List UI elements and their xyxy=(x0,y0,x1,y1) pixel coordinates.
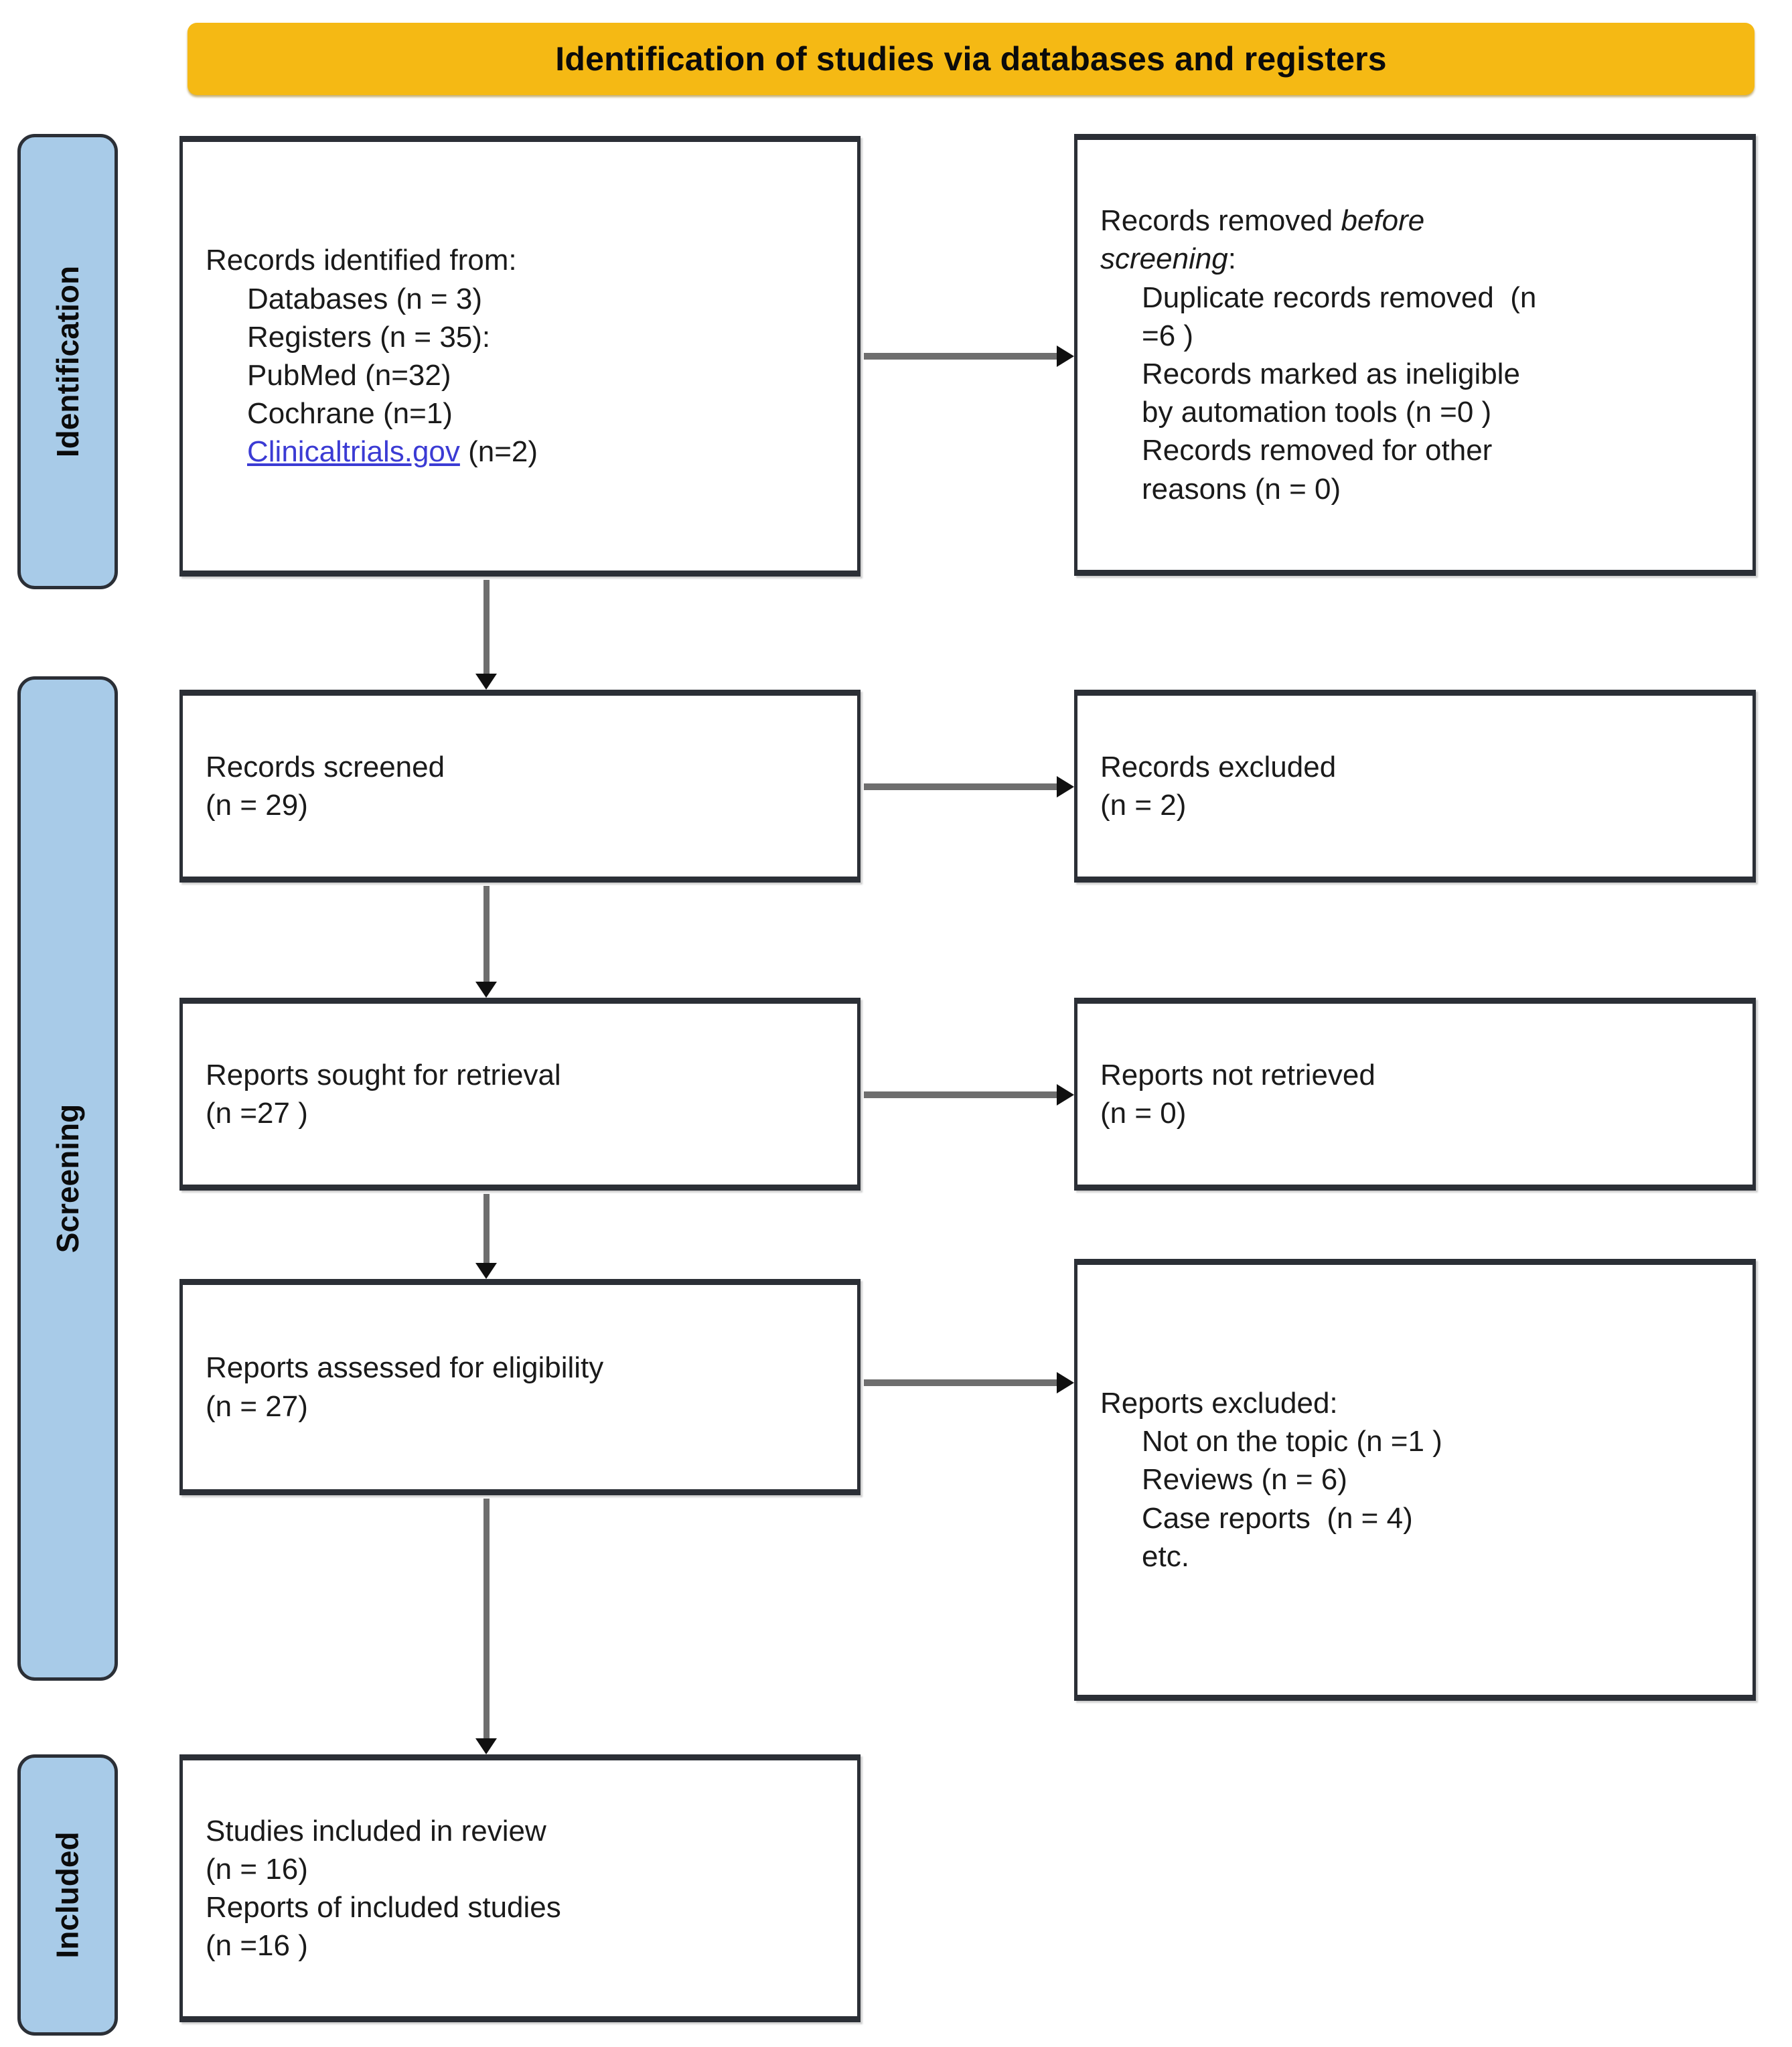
box-reports-not-retrieved-text: Reports not retrieved (n = 0) xyxy=(1077,1056,1752,1132)
text-line: Reports sought for retrieval xyxy=(206,1058,561,1091)
arrow-right-icon xyxy=(864,1084,1074,1106)
box-records-screened: Records screened (n = 29) xyxy=(179,690,861,883)
text-line: (n =27 ) xyxy=(206,1097,308,1130)
text-line: Databases (n = 3) xyxy=(247,282,482,315)
text-fragment-italic: before xyxy=(1341,204,1425,238)
text-line: Records identified from: xyxy=(206,244,517,277)
text-line: by automation tools (n =0 ) xyxy=(1142,396,1492,429)
box-studies-included-in-review: Studies included in review (n = 16) Repo… xyxy=(179,1754,861,2022)
text-line: Records screened xyxy=(206,750,445,783)
text-line: Not on the topic (n =1 ) xyxy=(1142,1425,1442,1458)
box-reports-sought-text: Reports sought for retrieval (n =27 ) xyxy=(183,1056,857,1132)
text-line: Reports of included studies xyxy=(206,1891,561,1924)
text-line: screening: xyxy=(1100,240,1730,278)
box-records-excluded-text: Records excluded (n = 2) xyxy=(1077,748,1752,824)
arrow-right-icon xyxy=(864,346,1074,367)
box-reports-sought-for-retrieval: Reports sought for retrieval (n =27 ) xyxy=(179,998,861,1191)
box-records-removed-text: Records removed before screening: Duplic… xyxy=(1077,202,1752,508)
text-line: (n = 27) xyxy=(206,1389,308,1423)
box-reports-not-retrieved: Reports not retrieved (n = 0) xyxy=(1074,998,1756,1191)
box-reports-assessed-for-eligibility: Reports assessed for eligibility (n = 27… xyxy=(179,1279,861,1495)
stage-label-screening: Screening xyxy=(50,1104,86,1254)
text-fragment: Records removed xyxy=(1100,204,1341,238)
box-records-screened-text: Records screened (n = 29) xyxy=(183,748,857,824)
box-records-excluded: Records excluded (n = 2) xyxy=(1074,690,1756,883)
box-records-identified: Records identified from: Databases (n = … xyxy=(179,136,861,577)
text-line: PubMed (n=32) xyxy=(247,359,451,392)
text-fragment: : xyxy=(1227,242,1237,276)
text-line: (n = 16) xyxy=(206,1852,308,1886)
text-line: etc. xyxy=(1142,1539,1189,1573)
text-line: Records removed before xyxy=(1100,202,1730,240)
arrow-down-icon xyxy=(475,1194,497,1279)
text-line: =6 ) xyxy=(1142,319,1194,352)
text-line: reasons (n = 0) xyxy=(1142,472,1341,506)
arrow-right-icon xyxy=(864,1372,1074,1393)
stage-label-identification: Identification xyxy=(50,265,86,458)
arrow-down-icon xyxy=(475,886,497,998)
box-reports-excluded-text: Reports excluded: Not on the topic (n =1… xyxy=(1077,1384,1752,1576)
box-studies-included-text: Studies included in review (n = 16) Repo… xyxy=(183,1812,857,1965)
text-line: Registers (n = 35): xyxy=(247,320,491,354)
text-line: Reports assessed for eligibility xyxy=(206,1351,604,1385)
text-line: Reports not retrieved xyxy=(1100,1058,1375,1091)
text-fragment-italic: screening xyxy=(1100,242,1228,276)
text-line: Reviews (n = 6) xyxy=(1142,1463,1347,1497)
stage-tab-included: Included xyxy=(17,1754,118,2036)
text-line: (n = 0) xyxy=(1100,1097,1187,1130)
arrow-down-icon xyxy=(475,1499,497,1754)
text-line: Reports excluded: xyxy=(1100,1387,1338,1420)
text-line: Records excluded xyxy=(1100,750,1337,783)
box-records-identified-text: Records identified from: Databases (n = … xyxy=(183,241,857,471)
arrow-right-icon xyxy=(864,776,1074,798)
text-fragment: (n=2) xyxy=(459,435,538,469)
stage-tab-identification: Identification xyxy=(17,134,118,589)
text-line: Records marked as ineligible xyxy=(1142,358,1520,390)
text-line: (n =16 ) xyxy=(206,1929,308,1963)
arrow-down-icon xyxy=(475,580,497,690)
text-line: (n = 29) xyxy=(206,789,308,822)
text-line-with-link: Clinicaltrials.gov (n=2) xyxy=(206,433,834,471)
text-line: Cochrane (n=1) xyxy=(247,397,453,431)
clinicaltrials-link[interactable]: Clinicaltrials.gov xyxy=(247,435,460,469)
diagram-title: Identification of studies via databases … xyxy=(555,40,1387,78)
box-records-removed-before-screening: Records removed before screening: Duplic… xyxy=(1074,134,1756,576)
diagram-header-banner: Identification of studies via databases … xyxy=(188,23,1754,95)
text-line: Duplicate records removed (n xyxy=(1142,281,1537,314)
text-line: Case reports (n = 4) xyxy=(1142,1501,1413,1535)
text-line: Studies included in review xyxy=(206,1814,546,1847)
box-reports-excluded: Reports excluded: Not on the topic (n =1… xyxy=(1074,1259,1756,1701)
text-line: Records removed for other xyxy=(1142,434,1493,467)
box-reports-assessed-text: Reports assessed for eligibility (n = 27… xyxy=(183,1349,857,1425)
stage-label-included: Included xyxy=(50,1831,85,1959)
text-line: (n = 2) xyxy=(1100,789,1187,822)
stage-tab-screening: Screening xyxy=(17,676,118,1681)
